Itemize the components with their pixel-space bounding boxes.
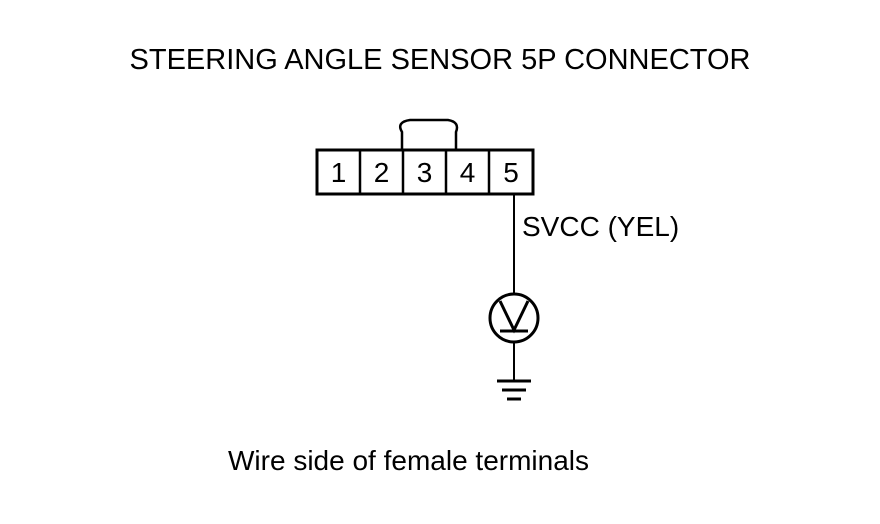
diagram-title: STEERING ANGLE SENSOR 5P CONNECTOR — [129, 44, 751, 76]
pin-4-label: 4 — [460, 157, 476, 188]
ground-icon — [497, 379, 531, 401]
pin-2-label: 2 — [374, 157, 390, 188]
voltmeter-icon — [488, 292, 540, 344]
wire-label: SVCC (YEL) — [522, 211, 680, 242]
connector-body — [315, 148, 535, 196]
connector-latch — [399, 118, 459, 150]
terminal-view-caption: Wire side of female terminals — [228, 445, 590, 476]
pin-1-label: 1 — [331, 157, 347, 188]
pin-5-label: 5 — [503, 157, 519, 188]
pin-3-label: 3 — [417, 157, 433, 188]
